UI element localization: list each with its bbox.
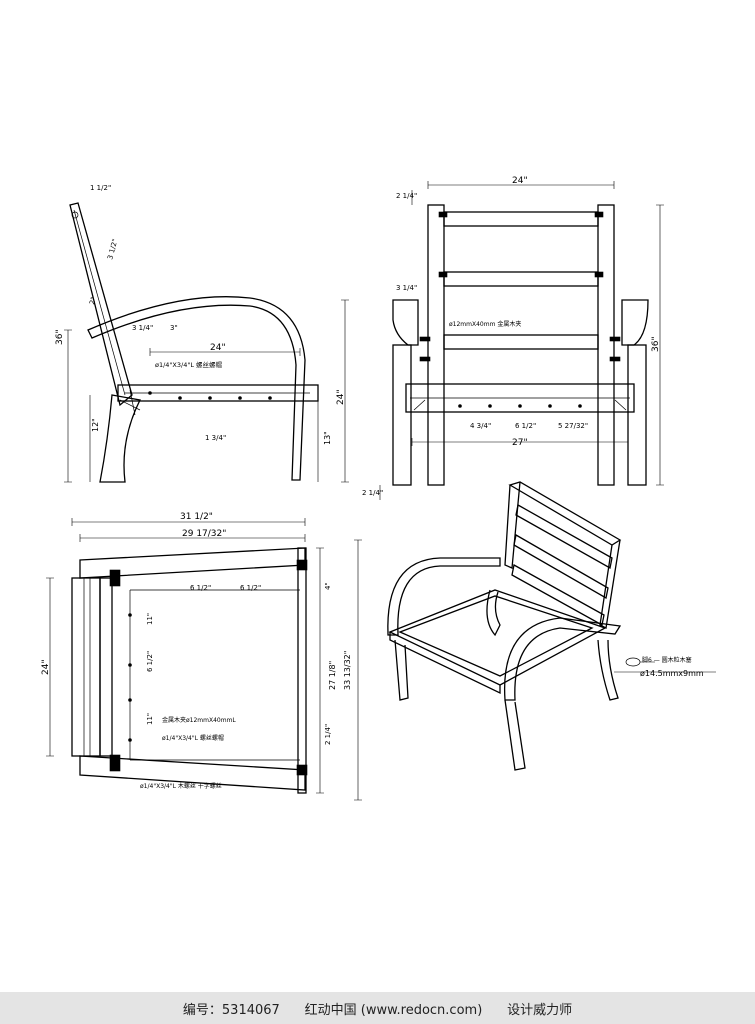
front-bottom-dim: 2 1/4" [362, 489, 383, 497]
front-top-width: 24" [512, 176, 528, 186]
front-dim-b: 6 1/2" [515, 422, 536, 430]
side-post-dim: 2" [88, 296, 98, 305]
top-right-dim-1: 27 1/8" [328, 661, 337, 690]
front-view: 24" 2 1/4" 3 1/4" 36" ø12mmX40mm 金属木夹 27… [362, 176, 664, 500]
side-view: 36" 24" 24" ø1/4"X3/4"L 螺丝螺帽 12" 13" 1 1… [55, 184, 349, 483]
front-inner-width: 27" [512, 438, 528, 448]
front-dim-c: 5 27/32" [558, 422, 588, 430]
iso-foot-label: 脚6 — 圆木粒木塞 [642, 656, 692, 664]
side-bottom-dim: 1 3/4" [205, 434, 226, 442]
footer-slogan: 设计威力师 [507, 1002, 573, 1018]
top-bottom-note: ø1/4"X3/4"L 木螺丝 十字螺丝 [140, 782, 222, 790]
top-view: 31 1/2" 29 17/32" 24" 27 1/8" 33 13/32" … [41, 512, 362, 801]
top-dim-1: 6 1/2" [190, 584, 211, 592]
front-screw-note: ø12mmX40mm 金属木夹 [449, 320, 521, 328]
side-arm-thick: 3 1/4" [132, 324, 153, 332]
iso-view: 脚6 — 圆木粒木塞 ø14.5mmx9mm [387, 481, 716, 771]
top-inner: 29 17/32" [182, 529, 226, 539]
technical-drawing: 36" 24" 24" ø1/4"X3/4"L 螺丝螺帽 12" 13" 1 1… [41, 176, 716, 801]
top-overall: 31 1/2" [180, 512, 213, 522]
top-left-height: 24" [41, 659, 51, 675]
top-dim-4: 6 1/2" [146, 651, 154, 672]
side-seat-back: 12" [91, 418, 100, 432]
side-depth: 24" [210, 343, 226, 353]
side-height: 36" [55, 329, 65, 345]
front-arm-offset: 3 1/4" [396, 284, 417, 292]
front-dim-a: 4 3/4" [470, 422, 491, 430]
side-top-rail: 1 1/2" [90, 184, 111, 192]
side-leg-spacing: 3" [170, 324, 178, 332]
top-dim-5: 11" [146, 713, 154, 725]
top-bolt-note: ø1/4"X3/4"L 螺丝螺帽 [162, 734, 224, 742]
top-dim-2: 6 1/2" [240, 584, 261, 592]
footer-id: 编号：5314067 [182, 1002, 280, 1018]
side-bolt-spec: ø1/4"X3/4"L 螺丝螺帽 [155, 360, 223, 369]
top-right-dim-2: 33 13/32" [343, 651, 352, 690]
iso-foot-size: ø14.5mmx9mm [640, 669, 704, 678]
top-side-dim: 4" [324, 582, 332, 590]
top-screw-note: 金属木夹ø12mmX40mmL [162, 716, 236, 724]
top-dim-3: 11" [146, 613, 154, 625]
footer-site: 红动中国 (www.redocn.com) [304, 1002, 483, 1018]
side-seat-front: 13" [323, 431, 332, 445]
top-right-dim-3: 2 1/4" [324, 724, 332, 745]
watermark-footer: 编号：5314067 红动中国 (www.redocn.com) 设计威力师 [0, 992, 755, 1024]
front-height: 36" [651, 336, 661, 352]
side-angle-dim: 3 1/2" [106, 238, 119, 261]
front-side-offset: 2 1/4" [396, 192, 417, 200]
side-front-height: 24" [336, 389, 346, 405]
